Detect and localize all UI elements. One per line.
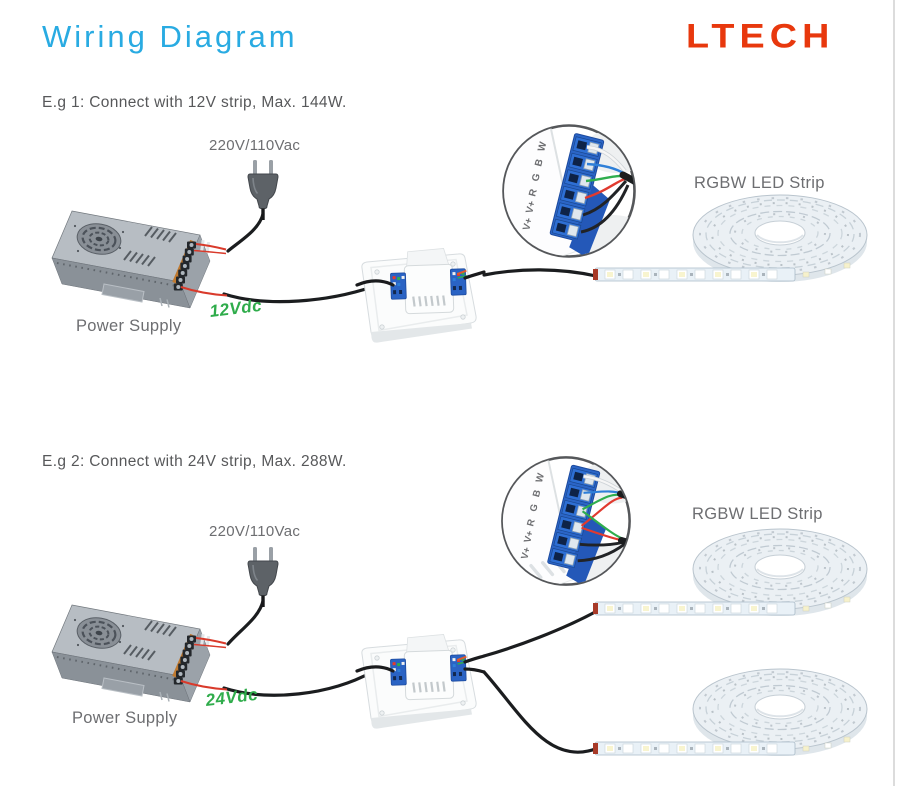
page-edge-line — [893, 0, 895, 786]
example1-plug-label: 220V/110Vac — [209, 137, 301, 154]
svg-text:G: G — [528, 503, 541, 513]
example2-psu-label: Power Supply — [72, 709, 178, 727]
cable-panel-strip-1 — [482, 268, 598, 278]
terminal-labels: V+ V+ R G B W — [521, 140, 549, 232]
example2-plug-label: 220V/110Vac — [209, 523, 301, 540]
svg-text:V+: V+ — [519, 546, 533, 561]
svg-text:W: W — [536, 140, 549, 153]
example1-psu-label: Power Supply — [76, 317, 182, 335]
inset-wires — [577, 474, 630, 563]
svg-text:V+: V+ — [522, 529, 536, 544]
plug-illustration-2 — [238, 545, 288, 615]
example1-heading: E.g 1: Connect with 12V strip, Max. 144W… — [42, 94, 347, 111]
svg-text:G: G — [530, 172, 543, 183]
cable-panel-strip-2b — [482, 670, 600, 754]
svg-text:V+: V+ — [524, 200, 538, 215]
svg-text:B: B — [531, 489, 543, 499]
panel-output-stub-1 — [463, 270, 486, 280]
terminal-labels: V+ V+ R G B W — [519, 471, 547, 560]
panel-output-stub-2b — [463, 667, 486, 674]
led-strip-illustration-2b — [593, 662, 873, 764]
example2-heading: E.g 2: Connect with 24V strip, Max. 288W… — [42, 453, 347, 470]
panel-output-stub-2a — [463, 654, 486, 664]
inset-wires — [580, 145, 634, 234]
brand-logo: LTECH — [686, 17, 835, 55]
svg-text:W: W — [534, 471, 547, 484]
cable-panel-strip-2a — [482, 609, 599, 658]
example1-strip-label: RGBW LED Strip — [694, 174, 825, 192]
example2-strip-label: RGBW LED Strip — [692, 505, 823, 523]
svg-text:B: B — [533, 158, 545, 168]
cable-psu-panel-1 — [222, 285, 374, 304]
terminal-block — [547, 464, 606, 585]
svg-text:R: R — [527, 187, 540, 198]
plug-illustration-1 — [238, 158, 288, 228]
svg-text:R: R — [525, 518, 537, 528]
svg-text:V+: V+ — [521, 217, 535, 232]
wall-panel-illustration-1 — [355, 245, 486, 350]
terminal-inset-1: V+ V+ R G B W — [502, 124, 636, 258]
wall-panel-illustration-2 — [355, 631, 486, 736]
cable-psu-panel-2 — [222, 670, 374, 697]
led-strip-illustration-2a — [593, 522, 873, 624]
page-title: Wiring Diagram — [42, 19, 298, 54]
terminal-inset-2: V+ V+ R G B W — [501, 456, 631, 586]
